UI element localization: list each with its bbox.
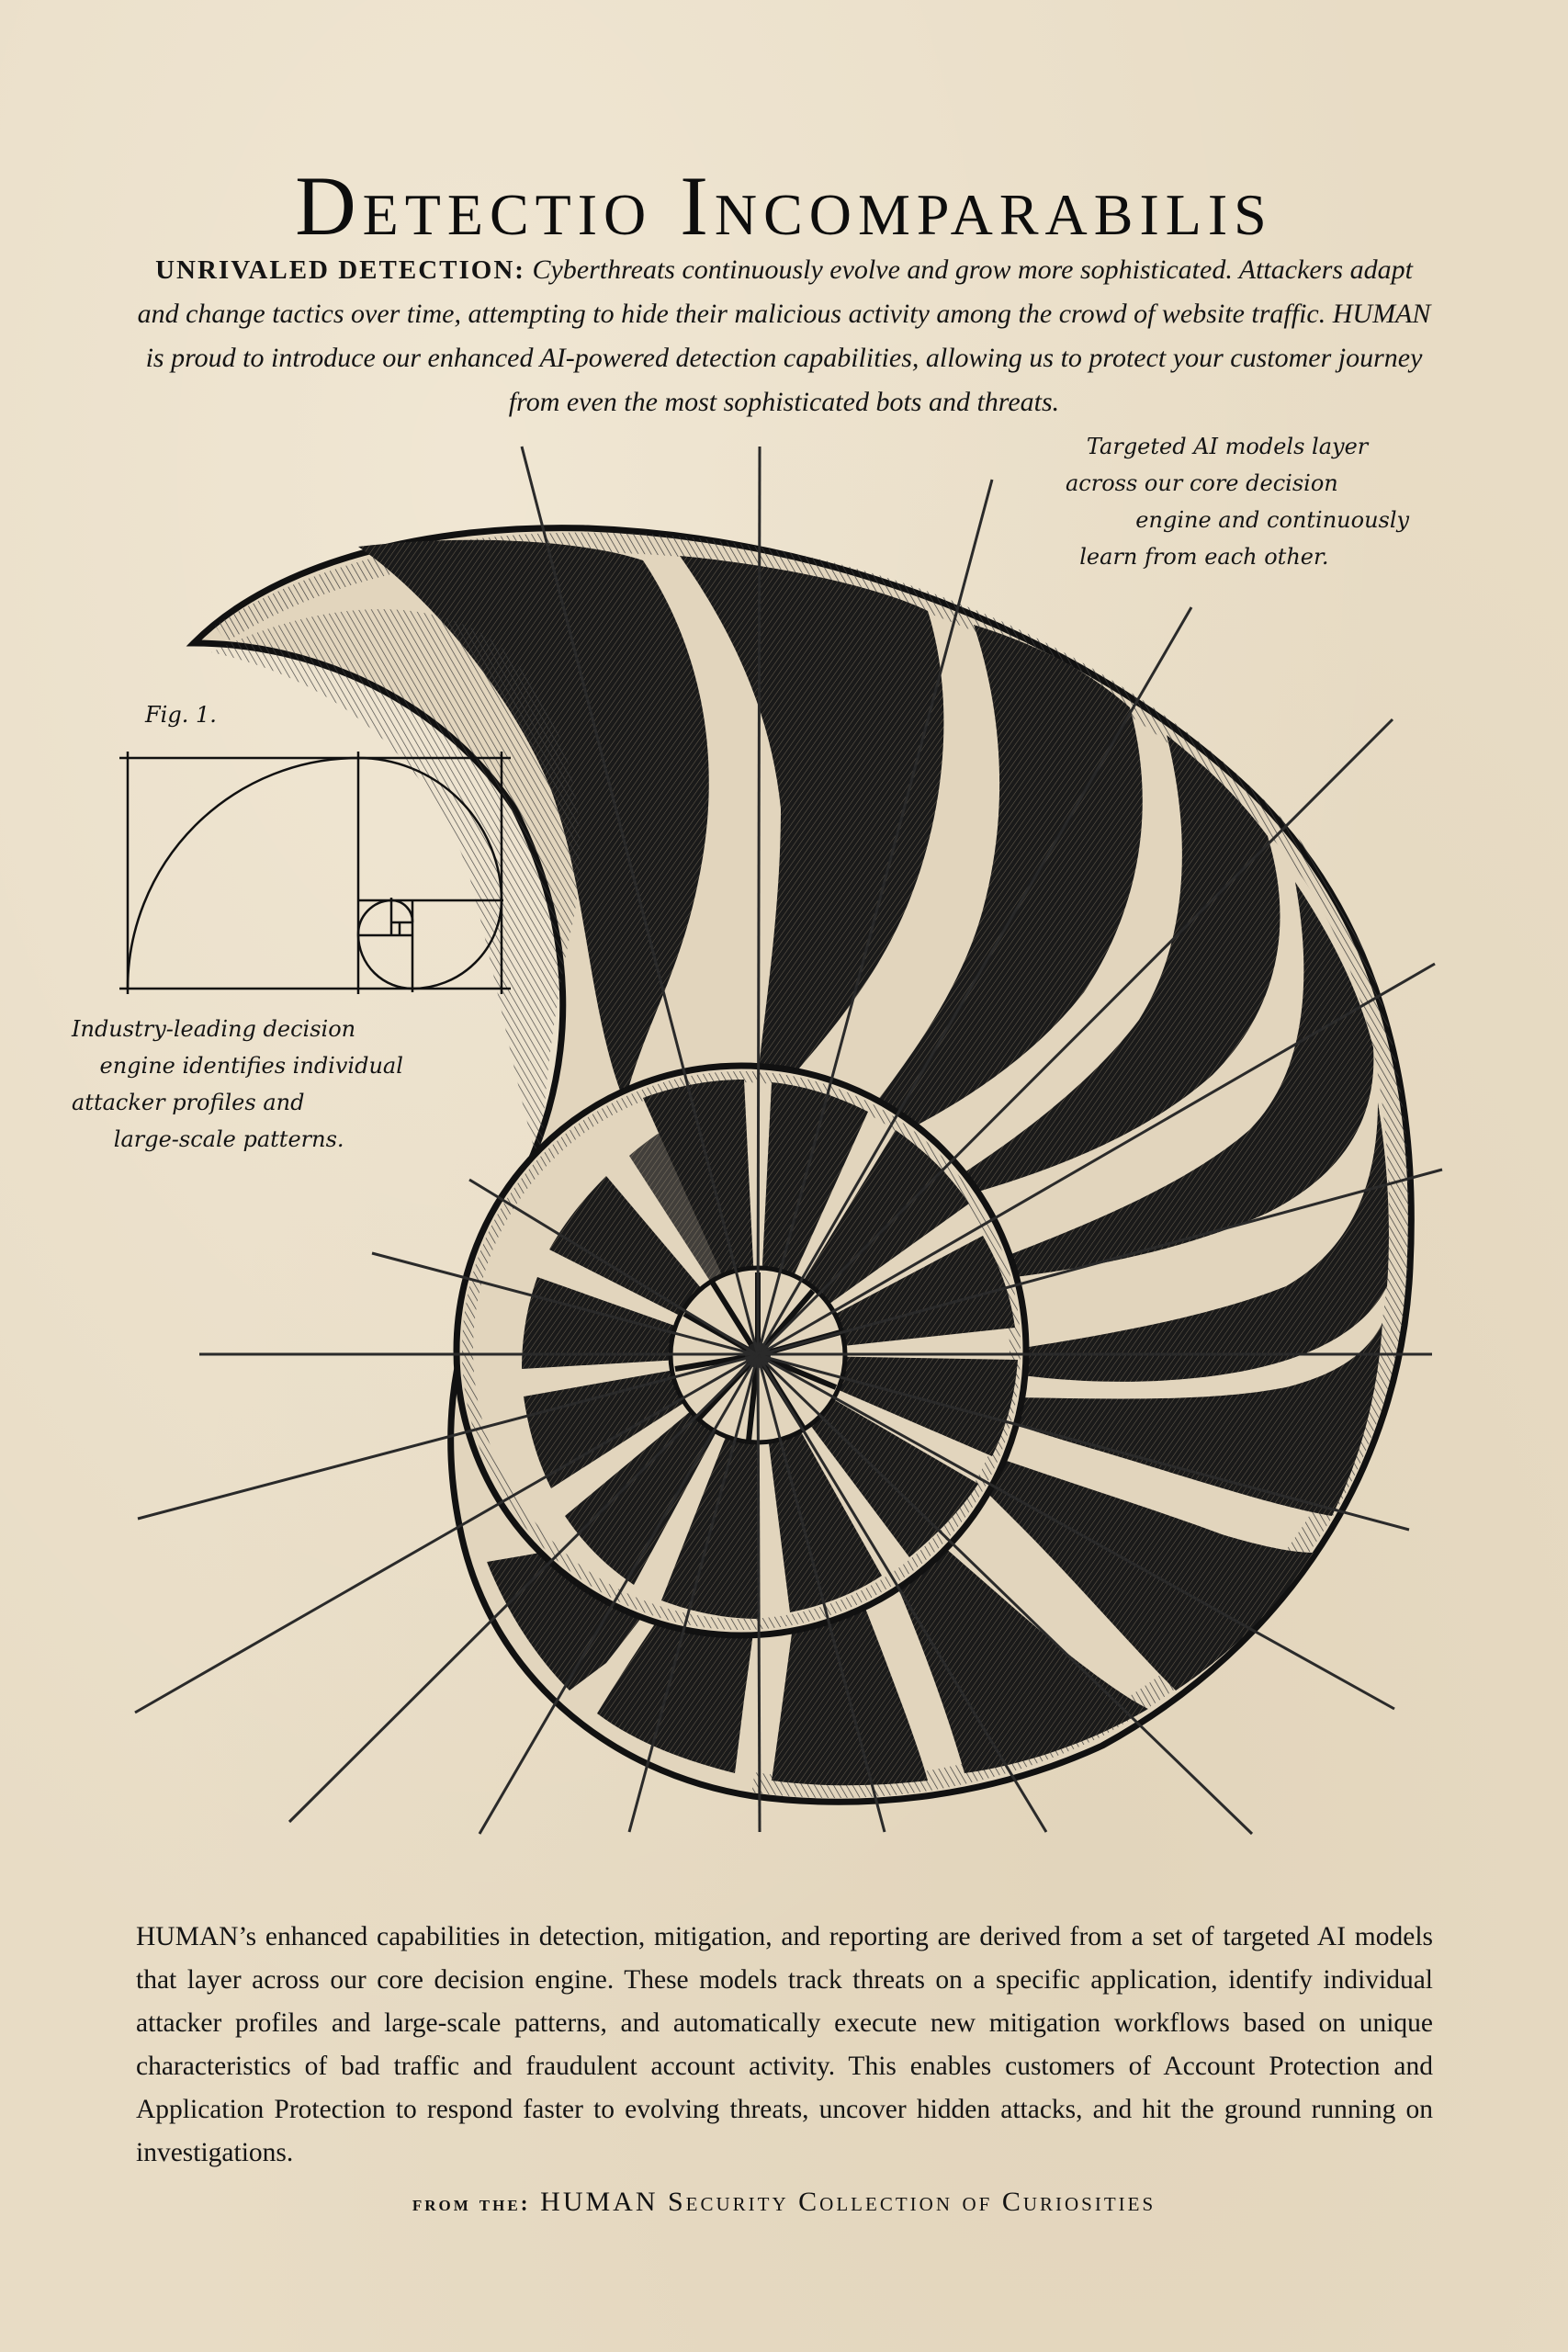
footer-attribution: from the: HUMAN Security Collection of C…	[0, 2187, 1568, 2218]
intro-lead: UNRIVALED DETECTION:	[155, 255, 525, 285]
leader-lines	[134, 446, 1443, 1836]
body-paragraph: HUMAN’s enhanced capabilities in detecti…	[136, 1921, 1433, 2167]
page-title: Detectio Incomparabilis	[295, 158, 1273, 253]
footer-prefix: from the:	[412, 2192, 531, 2216]
intro-text: Cyberthreats continuously evolve and gro…	[137, 254, 1431, 417]
caption-ai-models: Targeted AI models layer across our core…	[1066, 434, 1410, 570]
footer-collection: HUMAN Security Collection of Curiosities	[540, 2187, 1156, 2217]
intro-paragraph: UNRIVALED DETECTION: Cyberthreats contin…	[133, 248, 1435, 424]
figure-label: Fig. 1.	[145, 702, 217, 728]
caption-decision-engine: Industry-leading decision engine identif…	[72, 1016, 403, 1152]
golden-ratio-diagram	[119, 752, 511, 994]
